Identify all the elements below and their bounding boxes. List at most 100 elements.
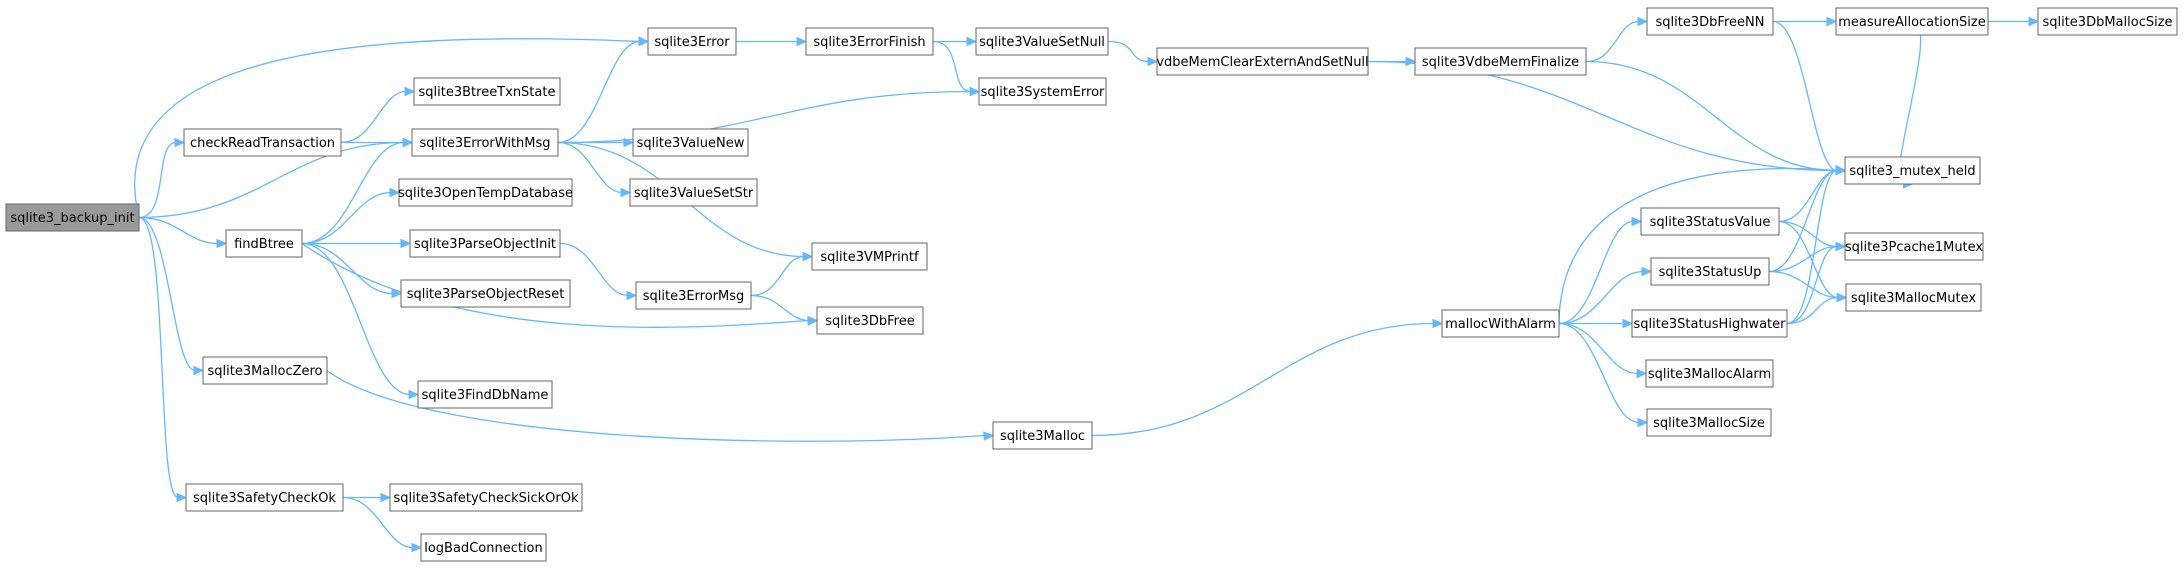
node-box (413, 77, 561, 106)
edge-sqlite3-backup-init-to-find-btree (138, 216, 228, 249)
node-sqlite3-error-msg[interactable]: sqlite3ErrorMsg (635, 281, 752, 310)
node-box (417, 380, 553, 409)
edge-sqlite3-safety-check-ok-to-log-bad-connection (342, 496, 423, 553)
node-check-read-transaction[interactable]: checkReadTransaction (183, 128, 342, 157)
node-box (225, 229, 303, 258)
edge-sqlite3-error-with-msg-to-sqlite3-error (557, 36, 650, 144)
edge-check-read-transaction-to-sqlite3-btree-txn-state (340, 86, 416, 144)
edges (134, 16, 2040, 553)
node-sqlite3-vmprintf[interactable]: sqlite3VMPrintf (811, 242, 928, 271)
node-sqlite3-btree-txn-state[interactable]: sqlite3BtreeTxnState (413, 77, 561, 106)
node-sqlite3-status-up[interactable]: sqlite3StatusUp (1650, 257, 1770, 286)
edge-find-btree-to-sqlite3-error-with-msg (301, 137, 414, 245)
edge-vdbe-mem-clear-extern-and-set-null-to-sqlite3-mutex-held (1367, 60, 1847, 176)
edge-sqlite3-malloc-zero-to-sqlite3-malloc (326, 369, 995, 442)
node-sqlite3-malloc[interactable]: sqlite3Malloc (992, 421, 1093, 450)
node-sqlite3-error[interactable]: sqlite3Error (647, 27, 737, 56)
node-box (389, 483, 583, 512)
node-label: sqlite3ValueSetStr (634, 186, 754, 201)
node-sqlite3-safety-check-ok[interactable]: sqlite3SafetyCheckOk (185, 483, 344, 512)
node-sqlite3-safety-check-sick-or-ok[interactable]: sqlite3SafetyCheckSickOrOk (389, 483, 583, 512)
edge-sqlite3-status-highwater-to-sqlite3-mutex-held (1786, 165, 1847, 325)
node-box (1835, 7, 1989, 36)
node-box (411, 128, 559, 157)
edge-sqlite3-error-msg-to-sqlite3-vmprintf (750, 251, 814, 297)
node-sqlite3-system-error[interactable]: sqlite3SystemError (978, 77, 1107, 106)
node-box (1441, 309, 1560, 338)
node-sqlite3-value-new[interactable]: sqlite3ValueNew (632, 128, 749, 157)
node-sqlite3-mutex-held[interactable]: sqlite3_mutex_held (1844, 156, 1981, 185)
node-label: sqlite3SafetyCheckSickOrOk (393, 491, 579, 506)
node-box (635, 281, 752, 310)
node-sqlite3-error-finish[interactable]: sqlite3ErrorFinish (805, 27, 934, 56)
node-box (1156, 47, 1369, 76)
node-sqlite3-open-temp-database[interactable]: sqlite3OpenTempDatabase (398, 178, 573, 207)
node-sqlite3-status-highwater[interactable]: sqlite3StatusHighwater (1631, 309, 1788, 338)
node-label: sqlite3ParseObjectInit (414, 237, 556, 252)
edge-find-btree-to-sqlite3-open-temp-database (301, 187, 401, 245)
edge-sqlite3-vdbe-mem-finalize-to-sqlite3-db-free-nn (1585, 16, 1649, 63)
node-label: sqlite3StatusHighwater (1634, 317, 1787, 332)
node-box (975, 27, 1109, 56)
edge-find-btree-to-sqlite3-parse-object-reset (301, 242, 403, 299)
node-sqlite3-malloc-zero[interactable]: sqlite3MallocZero (202, 356, 328, 385)
node-box (978, 77, 1107, 106)
node-box (1646, 7, 1774, 36)
node-sqlite3-malloc-mutex[interactable]: sqlite3MallocMutex (1845, 283, 1982, 312)
node-sqlite3-backup-init[interactable]: sqlite3_backup_init (5, 203, 140, 232)
node-label: sqlite3ParseObjectReset (407, 287, 565, 302)
node-sqlite3-find-db-name[interactable]: sqlite3FindDbName (417, 380, 553, 409)
node-box (183, 128, 342, 157)
node-sqlite3-status-value[interactable]: sqlite3StatusValue (1640, 207, 1780, 236)
node-log-bad-connection[interactable]: logBadConnection (420, 533, 547, 562)
node-box (1414, 47, 1587, 76)
nodes: sqlite3_backup_init checkReadTransaction f… (5, 7, 2178, 562)
node-vdbe-mem-clear-extern-and-set-null[interactable]: vdbeMemClearExternAndSetNull (1156, 47, 1369, 76)
edge-sqlite3-backup-init-to-check-read-transaction (138, 137, 186, 219)
edge-sqlite3-db-free-nn-to-sqlite3-mutex-held (1772, 20, 1847, 176)
node-label: sqlite3DbFreeNN (1656, 15, 1765, 30)
edge-sqlite3-value-set-null-to-vdbe-mem-clear-extern-and-set-null (1107, 40, 1159, 67)
node-sqlite3-db-malloc-size[interactable]: sqlite3DbMallocSize (2037, 7, 2178, 36)
node-box (185, 483, 344, 512)
node-sqlite3-value-set-null[interactable]: sqlite3ValueSetNull (975, 27, 1109, 56)
node-malloc-with-alarm[interactable]: mallocWithAlarm (1441, 309, 1560, 338)
node-sqlite3-db-free[interactable]: sqlite3DbFree (816, 306, 924, 335)
node-box (420, 533, 547, 562)
edge-sqlite3-backup-init-to-sqlite3-malloc-zero (138, 216, 205, 376)
node-sqlite3-vdbe-mem-finalize[interactable]: sqlite3VdbeMemFinalize (1414, 47, 1587, 76)
edge-sqlite3-error-finish-to-sqlite3-system-error (932, 40, 981, 97)
node-label: sqlite3OpenTempDatabase (398, 186, 573, 201)
node-sqlite3-value-set-str[interactable]: sqlite3ValueSetStr (629, 178, 758, 207)
node-measure-allocation-size[interactable]: measureAllocationSize (1835, 7, 1989, 36)
node-box (1645, 359, 1774, 388)
node-sqlite3-malloc-alarm[interactable]: sqlite3MallocAlarm (1645, 359, 1774, 388)
node-box (992, 421, 1093, 450)
edge-measure-allocation-size-to-sqlite3-db-malloc-size (1988, 16, 2040, 27)
node-box (409, 229, 561, 258)
node-label: findBtree (234, 237, 294, 252)
node-label: sqlite3ValueNew (637, 136, 745, 151)
node-find-btree[interactable]: findBtree (225, 229, 303, 258)
node-sqlite3-parse-object-init[interactable]: sqlite3ParseObjectInit (409, 229, 561, 258)
node-label: sqlite3BtreeTxnState (419, 85, 556, 100)
node-sqlite3-pcache1-mutex[interactable]: sqlite3Pcache1Mutex (1844, 232, 1984, 261)
edge-find-btree-to-sqlite3-find-db-name (301, 242, 420, 400)
node-label: sqlite3SafetyCheckOk (193, 491, 336, 506)
node-sqlite3-parse-object-reset[interactable]: sqlite3ParseObjectReset (400, 279, 571, 308)
node-box (1844, 232, 1984, 261)
node-label: sqlite3MallocZero (207, 364, 322, 379)
node-box (1646, 408, 1772, 437)
node-label: vdbeMemClearExternAndSetNull (1156, 55, 1368, 70)
edge-sqlite3-status-up-to-sqlite3-mutex-held (1768, 165, 1847, 273)
node-label: sqlite3StatusUp (1659, 265, 1762, 280)
edge-malloc-with-alarm-to-sqlite3-status-value (1558, 216, 1643, 325)
node-label: sqlite3ErrorMsg (643, 289, 745, 304)
node-sqlite3-db-free-nn[interactable]: sqlite3DbFreeNN (1646, 7, 1774, 36)
node-label: sqlite3MallocAlarm (1648, 367, 1771, 382)
node-sqlite3-error-with-msg[interactable]: sqlite3ErrorWithMsg (411, 128, 559, 157)
edge-sqlite3-db-free-nn-to-measure-allocation-size (1773, 16, 1838, 27)
node-sqlite3-malloc-size[interactable]: sqlite3MallocSize (1646, 408, 1772, 437)
node-box (811, 242, 928, 271)
node-label: sqlite3Error (654, 35, 730, 50)
